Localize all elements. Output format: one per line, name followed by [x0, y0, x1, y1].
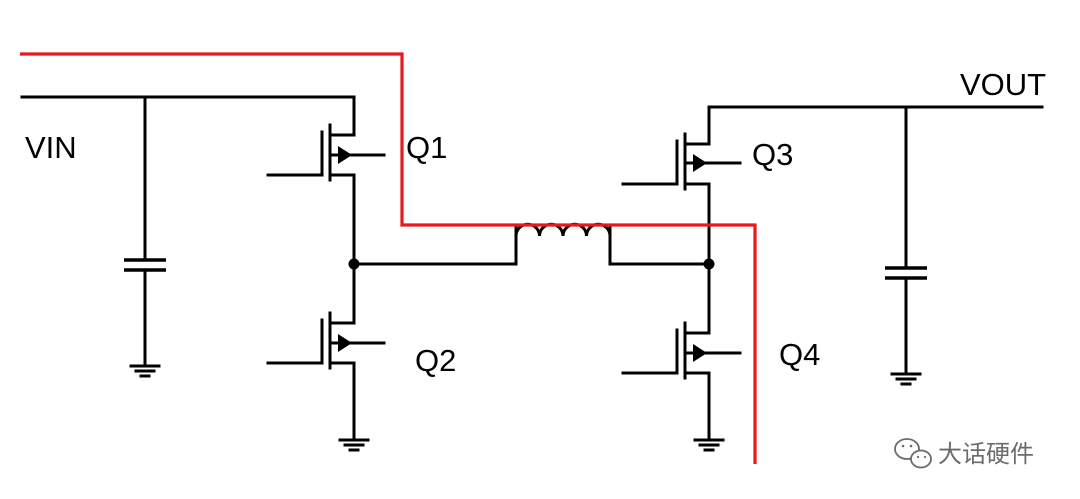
q3-label: Q3 — [752, 137, 793, 172]
q1-arrow-icon — [338, 146, 352, 164]
q4-arrow-icon — [693, 344, 707, 362]
ground-icon — [338, 438, 370, 452]
vin-label: VIN — [25, 130, 77, 165]
q4-label: Q4 — [779, 337, 820, 372]
wechat-icon — [894, 438, 932, 469]
ground-icon — [129, 364, 161, 378]
watermark-text: 大话硬件 — [938, 440, 1034, 468]
q1-label: Q1 — [406, 130, 447, 165]
input-capacitor — [124, 95, 166, 367]
ground-icon — [890, 372, 922, 386]
inductor — [514, 222, 612, 266]
q2-label: Q2 — [415, 343, 456, 378]
ground-icon — [693, 438, 725, 452]
transistor-q2 — [266, 262, 386, 440]
current-path-line — [20, 52, 757, 464]
transistor-q3 — [621, 105, 742, 266]
vout-label: VOUT — [960, 67, 1046, 102]
transistor-q4 — [621, 262, 742, 440]
q2-arrow-icon — [338, 334, 352, 352]
transistor-q1 — [266, 95, 386, 266]
q3-arrow-icon — [693, 154, 707, 172]
output-capacitor — [885, 105, 927, 374]
